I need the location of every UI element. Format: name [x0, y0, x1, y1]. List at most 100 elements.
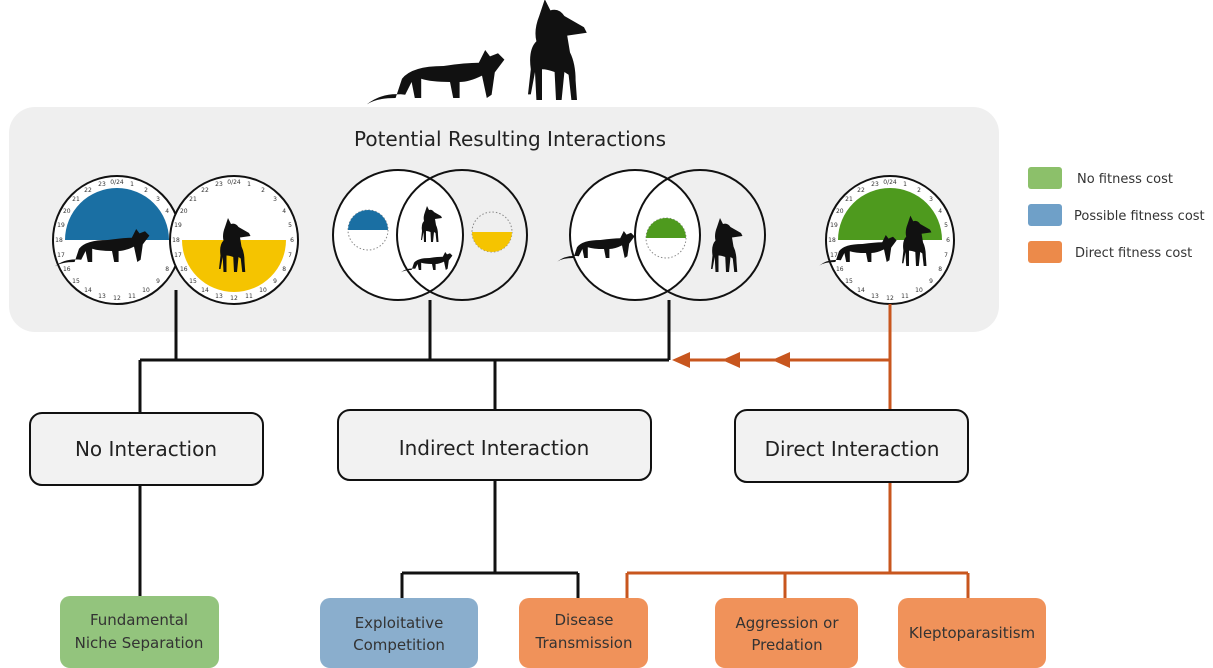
clock-hour-label: 5	[944, 222, 948, 229]
clock-hour-label: 22	[201, 187, 209, 194]
legend-swatch-direct-cost	[1028, 241, 1062, 263]
clock-hour-label: 18	[172, 237, 180, 244]
clock-hour-label: 21	[72, 196, 80, 203]
top-dog-silhouette	[528, 0, 587, 100]
clock-hour-label: 15	[845, 278, 853, 285]
niche-line1: Fundamental	[90, 611, 188, 629]
clock-hour-label: 0/24	[883, 179, 897, 186]
clock-hour-label: 3	[273, 196, 277, 203]
clock-hour-label: 11	[901, 293, 909, 300]
clock-hour-label: 7	[944, 252, 948, 259]
clock-hour-label: 14	[857, 287, 865, 294]
clock-hour-label: 0/24	[227, 179, 241, 186]
clock-hour-label: 5	[288, 222, 292, 229]
exploitative-competition-box: Exploitative Competition	[320, 598, 478, 668]
clock-hour-label: 4	[165, 208, 169, 215]
clock-hour-label: 16	[180, 266, 188, 273]
exploit-line1: Exploitative	[355, 614, 444, 632]
clock-hour-label: 13	[215, 293, 223, 300]
legend-label-no-cost: No fitness cost	[1077, 172, 1173, 187]
clock-hour-label: 20	[180, 208, 188, 215]
clock-hour-label: 12	[113, 295, 121, 302]
clock-hour-label: 8	[282, 266, 286, 273]
legend-swatch-possible-cost	[1028, 204, 1062, 226]
aggression-predation-box: Aggression or Predation	[715, 598, 858, 668]
clock-hour-label: 14	[201, 287, 209, 294]
clock-hour-label: 23	[871, 181, 879, 188]
clock-hour-label: 22	[84, 187, 92, 194]
legend-label-direct-cost: Direct fitness cost	[1075, 246, 1192, 261]
clock-hour-label: 17	[174, 252, 182, 259]
clock-hour-label: 21	[845, 196, 853, 203]
top-cat-silhouette	[366, 50, 505, 105]
clock-hour-label: 23	[215, 181, 223, 188]
clock-hour-label: 18	[55, 237, 63, 244]
clock-hour-label: 17	[57, 252, 65, 259]
clock-hour-label: 12	[886, 295, 894, 302]
indirect-interaction-label: Indirect Interaction	[399, 436, 590, 460]
clock-hour-label: 20	[836, 208, 844, 215]
kleptoparasitism-box: Kleptoparasitism	[898, 598, 1046, 668]
clock-hour-label: 13	[871, 293, 879, 300]
clock-hour-label: 9	[156, 278, 160, 285]
aggression-line2: Predation	[751, 636, 822, 654]
clock-hour-label: 2	[917, 187, 921, 194]
clock-hour-label: 9	[273, 278, 277, 285]
clock-hour-label: 8	[165, 266, 169, 273]
clock-hour-label: 2	[144, 187, 148, 194]
clock-hour-label: 3	[156, 196, 160, 203]
niche-line2: Niche Separation	[75, 634, 204, 652]
clock-hour-label: 2	[261, 187, 265, 194]
venn-overlap	[557, 169, 766, 301]
legend-swatch-no-cost	[1028, 167, 1062, 189]
exploit-line2: Competition	[353, 636, 445, 654]
disease-transmission-box: Disease Transmission	[519, 598, 648, 668]
clock-hour-label: 22	[857, 187, 865, 194]
clock-hour-label: 6	[946, 237, 950, 244]
venn-indirect	[332, 169, 528, 301]
clock-hour-label: 10	[915, 287, 923, 294]
clock-hour-label: 20	[63, 208, 71, 215]
clock-hour-label: 16	[63, 266, 71, 273]
clock-hour-label: 11	[128, 293, 136, 300]
black-connectors	[138, 290, 671, 598]
panel-title: Potential Resulting Interactions	[354, 127, 666, 151]
clock-hour-label: 15	[189, 278, 197, 285]
direct-interaction-label: Direct Interaction	[765, 437, 940, 461]
clock-cat-night: 0/24123456789101112131415161718192021222…	[52, 175, 182, 305]
direct-interaction-box: Direct Interaction	[734, 409, 969, 483]
clock-hour-label: 14	[84, 287, 92, 294]
clock-hour-label: 10	[142, 287, 150, 294]
clock-hour-label: 10	[259, 287, 267, 294]
disease-line2: Transmission	[535, 634, 633, 652]
clock-hour-label: 17	[830, 252, 838, 259]
legend: No fitness cost Possible fitness cost Di…	[1028, 167, 1205, 263]
clock-hour-label: 9	[929, 278, 933, 285]
disease-line1: Disease	[555, 611, 614, 629]
clock-hour-label: 15	[72, 278, 80, 285]
clock-hour-label: 19	[57, 222, 65, 229]
indirect-interaction-box: Indirect Interaction	[337, 409, 652, 481]
clock-hour-label: 1	[903, 181, 907, 188]
aggression-line1: Aggression or	[736, 614, 840, 632]
clock-hour-label: 3	[929, 196, 933, 203]
clock-hour-label: 4	[282, 208, 286, 215]
clock-hour-label: 6	[290, 237, 294, 244]
clock-hour-label: 18	[828, 237, 836, 244]
clock-hour-label: 13	[98, 293, 106, 300]
clock-hour-label: 4	[938, 208, 942, 215]
no-interaction-label: No Interaction	[75, 437, 217, 461]
clock-hour-label: 8	[938, 266, 942, 273]
orange-arrowheads	[672, 352, 790, 368]
clock-hour-label: 16	[836, 266, 844, 273]
clock-hour-label: 19	[174, 222, 182, 229]
niche-separation-box: Fundamental Niche Separation	[60, 596, 219, 668]
legend-label-possible-cost: Possible fitness cost	[1074, 209, 1205, 224]
klepto-label: Kleptoparasitism	[909, 624, 1035, 642]
clock-hour-label: 7	[288, 252, 292, 259]
no-interaction-box: No Interaction	[29, 412, 264, 486]
clock-hour-label: 1	[247, 181, 251, 188]
